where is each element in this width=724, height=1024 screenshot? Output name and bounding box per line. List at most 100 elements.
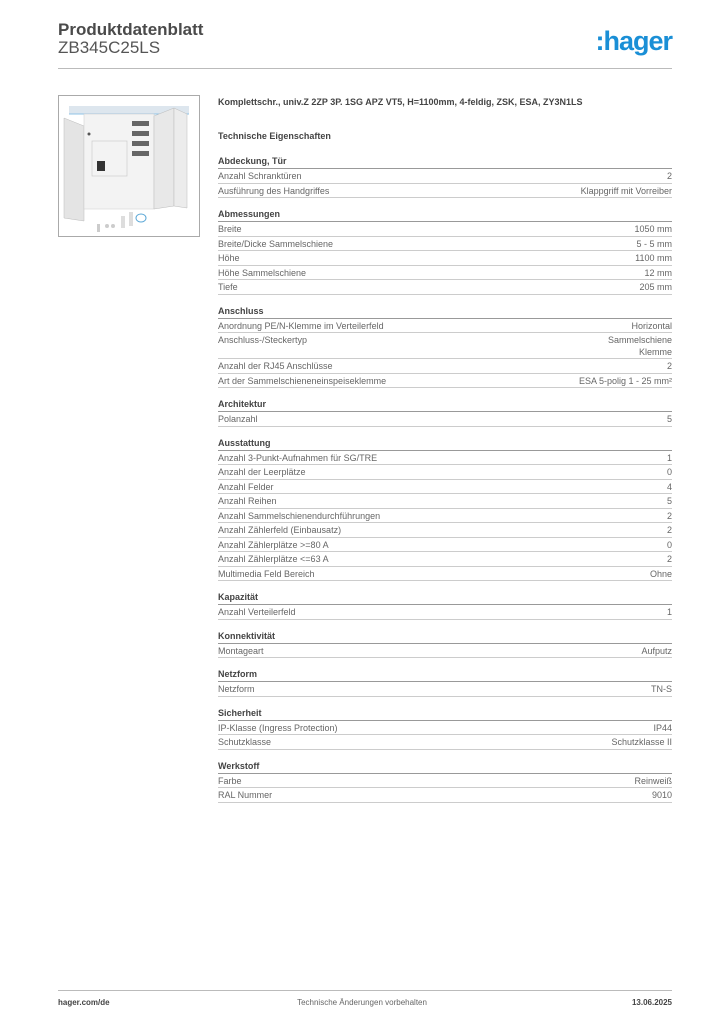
spec-label: Breite (218, 224, 242, 234)
spec-value: 5 (666, 414, 672, 424)
spec-label: Anzahl Sammelschienendurchführungen (218, 510, 381, 521)
spec-value: 9010 (651, 790, 672, 800)
spec-row: Netzform TN-S (218, 682, 672, 697)
spec-value: 2 (666, 525, 672, 535)
section-title: Abmessungen (218, 208, 672, 222)
spec-row: Anzahl Sammelschienendurchführungen 2 (218, 509, 672, 523)
spec-value: 0 (666, 467, 672, 477)
spec-label: Schutzklasse (218, 737, 272, 747)
spec-row: Höhe 1100 mm (218, 251, 672, 266)
spec-label: Höhe Sammelschiene (218, 267, 307, 278)
section-title: Architektur (218, 398, 672, 412)
spec-value: ESA 5-polig 1 - 25 mm² (578, 375, 672, 386)
spec-row: Tiefe 205 mm (218, 280, 672, 295)
spec-label: IP-Klasse (Ingress Protection) (218, 722, 338, 733)
spec-value: Aufputz (641, 645, 672, 656)
spec-value: TN-S (651, 684, 672, 694)
spec-label: Tiefe (218, 282, 238, 292)
section-title: Abdeckung, Tür (218, 155, 672, 169)
spec-value: 1050 mm (634, 224, 672, 234)
spec-row: IP-Klasse (Ingress Protection) IP44 (218, 721, 672, 735)
spec-value: 2 (666, 510, 672, 521)
product-description: Komplettschr., univ.Z 2ZP 3P. 1SG APZ VT… (218, 97, 583, 107)
footer-website-link[interactable]: hager.com/de (58, 998, 110, 1007)
spec-label: Breite/Dicke Sammelschiene (218, 238, 334, 249)
section-title: Netzform (218, 668, 672, 682)
spec-label: Anzahl Zählerplätze >=80 A (218, 539, 329, 550)
spec-row: Schutzklasse Schutzklasse II (218, 735, 672, 750)
spec-row: Anzahl Zählerfeld (Einbausatz) 2 (218, 523, 672, 538)
spec-label: Ausführung des Handgriffes (218, 185, 330, 196)
spec-label: Anzahl der RJ45 Anschlüsse (218, 361, 333, 371)
spec-row: Höhe Sammelschiene 12 mm (218, 266, 672, 280)
spec-value: 205 mm (639, 282, 672, 292)
specs-heading: Technische Eigenschaften (218, 131, 331, 141)
spec-label: Höhe (218, 253, 240, 263)
spec-value: 5 (666, 496, 672, 506)
spec-label: Netzform (218, 684, 255, 694)
spec-value: IP44 (653, 722, 672, 733)
section-title: Konnektivität (218, 630, 672, 644)
spec-label: Anzahl Zählerplätze <=63 A (218, 554, 329, 564)
spec-value: Schutzklasse II (611, 737, 672, 747)
spec-row: Anzahl der Leerplätze 0 (218, 465, 672, 480)
spec-value: 1100 mm (635, 253, 672, 263)
spec-value: 1 (666, 607, 672, 617)
header-divider (58, 68, 672, 69)
spec-row: Anschluss-/Steckertyp Sammelschiene Klemm… (218, 333, 672, 359)
section-title: Anschluss (218, 305, 672, 319)
spec-value: 2 (666, 171, 672, 181)
spec-label: Art der Sammelschieneneinspeiseklemme (218, 375, 387, 386)
footer-divider (58, 990, 672, 991)
spec-value: 4 (666, 481, 672, 492)
spec-value: 5 - 5 mm (636, 238, 672, 249)
spec-label: Anordnung PE/N-Klemme im Verteilerfeld (218, 320, 384, 331)
section-title: Werkstoff (218, 760, 672, 774)
spec-label: Anzahl Verteilerfeld (218, 607, 296, 617)
spec-value: 12 mm (644, 267, 672, 278)
spec-row: Anzahl Verteilerfeld 1 (218, 605, 672, 620)
section-title: Ausstattung (218, 437, 672, 451)
spec-label: Anzahl Zählerfeld (Einbausatz) (218, 525, 342, 535)
spec-value: Sammelschiene Klemme (607, 335, 672, 357)
article-number: ZB345C25LS (58, 38, 161, 57)
spec-label: Farbe (218, 775, 242, 786)
hager-logo: :hager (595, 26, 673, 56)
spec-label: Anschluss-/Steckertyp (218, 335, 308, 345)
spec-row: Art der Sammelschieneneinspeiseklemme ESA… (218, 374, 672, 388)
section-title: Sicherheit (218, 707, 672, 721)
spec-label: Anzahl der Leerplätze (218, 467, 306, 477)
spec-row: Breite 1050 mm (218, 222, 672, 237)
spec-value: 0 (666, 539, 672, 550)
spec-value: 2 (666, 554, 672, 564)
spec-value: 1 (666, 452, 672, 463)
spec-row: Anzahl Zählerplätze <=63 A 2 (218, 552, 672, 567)
section-title: Kapazität (218, 591, 672, 605)
spec-row: Breite/Dicke Sammelschiene 5 - 5 mm (218, 237, 672, 251)
spec-row: RAL Nummer 9010 (218, 788, 672, 803)
spec-row: Anzahl Zählerplätze >=80 A 0 (218, 538, 672, 552)
footer-notice: Technische Änderungen vorbehalten (297, 998, 427, 1007)
spec-label: RAL Nummer (218, 790, 273, 800)
footer-date: 13.06.2025 (631, 998, 672, 1007)
